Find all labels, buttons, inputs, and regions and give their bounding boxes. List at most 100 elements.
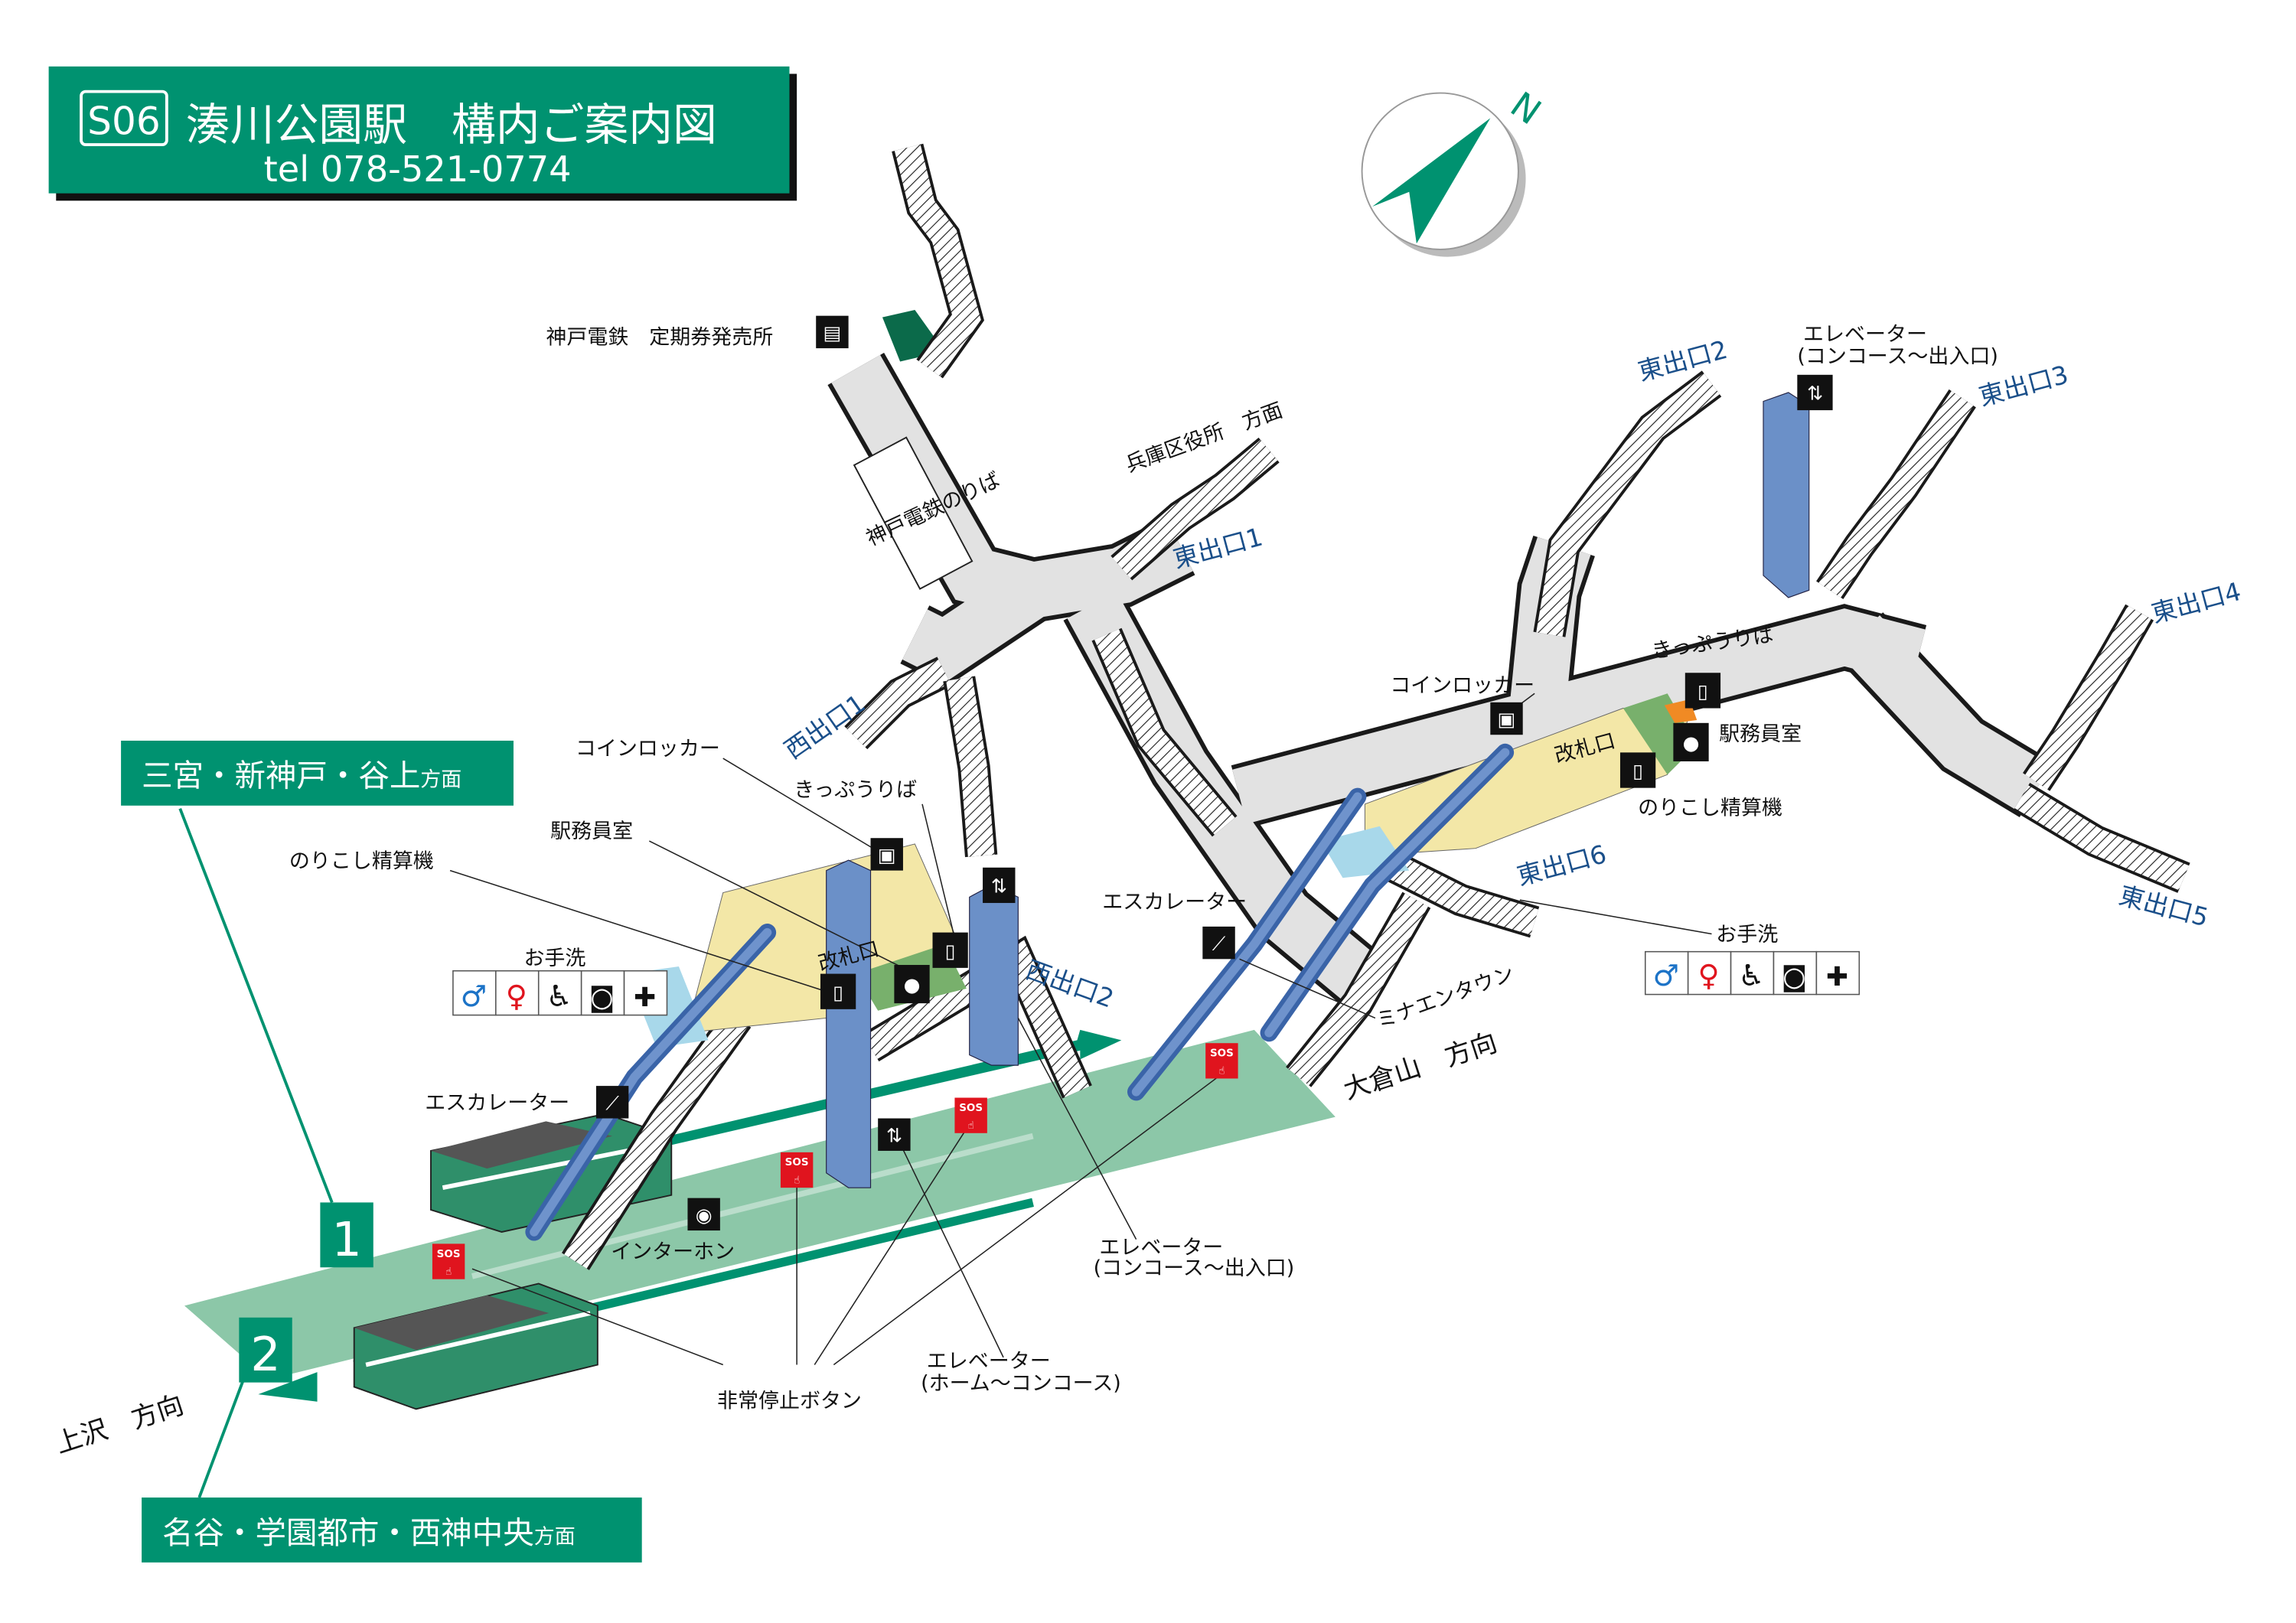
- west-fare-adjust-label: のりこし精算機: [289, 849, 434, 873]
- exit-east-6: 東出口6: [1514, 839, 1609, 891]
- svg-text:⇅: ⇅: [886, 1124, 902, 1146]
- wheelchair-icon: ♿: [546, 979, 572, 1014]
- direction-okurayama: 大倉山 方向: [1340, 1028, 1501, 1106]
- compass-icon: N: [1361, 83, 1548, 257]
- east-locker-label: コインロッカー: [1390, 673, 1534, 697]
- title-banner: S06 湊川公園駅 構内ご案内図 tel 078-521-0774: [48, 66, 797, 201]
- baby-changing-icon: ◙: [589, 983, 615, 1013]
- east-elevator-sublabel: (コンコース～出入口): [1797, 344, 1998, 368]
- svg-text:SOS: SOS: [1210, 1048, 1234, 1060]
- svg-text:●: ●: [904, 974, 921, 996]
- wheelchair-icon: ♿: [1738, 959, 1765, 993]
- svg-text:名谷・学園都市・西神中央方面: 名谷・学園都市・西神中央方面: [162, 1514, 576, 1551]
- compass-north: N: [1503, 83, 1548, 132]
- shintetsu-pass-office-label: 神戸電鉄 定期券発売所: [546, 325, 773, 349]
- page-title: 湊川公園駅 構内ご案内図: [186, 99, 717, 151]
- svg-text:SOS: SOS: [959, 1102, 983, 1114]
- station-code: S06: [87, 99, 161, 144]
- platform-elevator-sublabel: (ホーム～コンコース): [921, 1371, 1121, 1395]
- female-toilet-icon: ♀: [506, 979, 527, 1014]
- ostomate-icon: ✚: [1826, 962, 1848, 992]
- svg-text:1: 1: [331, 1212, 361, 1267]
- west-office-icon: ●: [894, 965, 930, 1004]
- track1-destination: 三宮・新神戸・谷上方面: [121, 740, 514, 806]
- svg-text:▯: ▯: [833, 981, 843, 1003]
- stairs: [561, 143, 2190, 1270]
- female-toilet-icon: ♀: [1698, 959, 1720, 993]
- male-toilet-icon: ♂: [461, 979, 488, 1014]
- west-elevator-icon: ⇅: [983, 867, 1016, 904]
- ostomate-icon: ✚: [634, 983, 656, 1013]
- west-elevator-sublabel: (コンコース～出入口): [1094, 1256, 1295, 1280]
- svg-text:☝: ☝: [445, 1266, 452, 1278]
- svg-text:⇅: ⇅: [991, 875, 1007, 898]
- male-toilet-icon: ♂: [1652, 959, 1679, 993]
- west-locker-label: コインロッカー: [576, 737, 720, 761]
- emergency-stop-label: 非常停止ボタン: [717, 1389, 862, 1413]
- ticket-office-icon: ▤: [816, 315, 849, 349]
- svg-text:☝: ☝: [794, 1174, 800, 1186]
- track2-number: 2: [239, 1317, 292, 1383]
- svg-text:⇅: ⇅: [1807, 383, 1823, 405]
- svg-text:SOS: SOS: [437, 1248, 461, 1260]
- sos-button-icon: SOS ☝: [954, 1097, 987, 1133]
- west-escalator-label: エスカレーター: [425, 1091, 569, 1115]
- west-elevator-label: エレベーター: [1099, 1236, 1223, 1260]
- direction-kamisawa: 上沢 方向: [52, 1390, 188, 1460]
- svg-text:2: 2: [250, 1327, 280, 1382]
- west-toilet-icons: ♂ ♀ ♿ ◙ ✚: [452, 970, 668, 1016]
- exit-east-2: 東出口2: [1635, 335, 1730, 387]
- west-toilet-label: お手洗: [523, 947, 585, 970]
- elevator-shafts: [826, 392, 1810, 1188]
- svg-text:▣: ▣: [1498, 709, 1516, 731]
- platform-elevator-icon: ⇅: [878, 1118, 911, 1151]
- track2-dest-text: 名谷・学園都市・西神中央: [162, 1514, 534, 1551]
- svg-text:☝: ☝: [1218, 1065, 1225, 1077]
- sos-button-icon: SOS ☝: [1205, 1043, 1238, 1079]
- track1-number: 1: [320, 1202, 373, 1268]
- leader-lines: [178, 693, 1712, 1498]
- east-elevator-icon: ⇅: [1797, 374, 1833, 411]
- svg-text:三宮・新神戸・谷上方面: 三宮・新神戸・谷上方面: [142, 758, 461, 794]
- svg-text:⟋: ⟋: [605, 1092, 619, 1114]
- east-escalator-icon: ⟋: [1202, 926, 1235, 960]
- east-escalator-label: エスカレーター: [1102, 891, 1247, 914]
- west-ticket-machine-icon: ▯: [932, 932, 968, 968]
- svg-text:SOS: SOS: [785, 1156, 809, 1168]
- east-toilet-icons: ♂ ♀ ♿ ◙ ✚: [1644, 950, 1861, 996]
- sos-button-icon: SOS ☝: [780, 1152, 814, 1188]
- east-fare-adjust-icon: ▯: [1619, 752, 1656, 788]
- station-phone: tel 078-521-0774: [264, 148, 572, 190]
- svg-text:▯: ▯: [1698, 680, 1708, 702]
- west-office-label: 駅務員室: [550, 820, 633, 843]
- track1-dest-text: 三宮・新神戸・谷上: [142, 758, 420, 794]
- station-code-box: [80, 90, 168, 146]
- exit-east-5: 東出口5: [2116, 881, 2212, 933]
- exit-east-4: 東出口4: [2148, 577, 2244, 629]
- east-ticket-machine-icon: ▯: [1684, 673, 1721, 709]
- baby-changing-icon: ◙: [1782, 962, 1808, 992]
- escalators: [525, 743, 1515, 1241]
- minaen-town-label: ミナエンタウン: [1373, 962, 1517, 1034]
- svg-text:◉: ◉: [696, 1204, 713, 1226]
- west-locker-icon: ▣: [870, 838, 903, 871]
- east-locker-icon: ▣: [1490, 702, 1523, 735]
- svg-text:▣: ▣: [878, 844, 896, 866]
- west-escalator-icon: ⟋: [595, 1086, 629, 1119]
- svg-text:⟋: ⟋: [1212, 933, 1226, 955]
- east-office-icon: ●: [1673, 722, 1709, 761]
- intercom-icon: ◉: [687, 1198, 720, 1231]
- intercom-label: インターホン: [611, 1240, 735, 1264]
- track2-destination: 名谷・学園都市・西神中央方面: [142, 1498, 642, 1563]
- east-toilet-label: お手洗: [1716, 923, 1778, 947]
- svg-text:▤: ▤: [823, 322, 842, 344]
- west-ticket-label: きっぷうりば: [794, 778, 917, 802]
- sos-button-icon: SOS ☝: [432, 1243, 465, 1279]
- east-fare-adjust-label: のりこし精算機: [1638, 796, 1782, 820]
- svg-text:☝: ☝: [968, 1119, 974, 1132]
- svg-text:▯: ▯: [945, 940, 956, 962]
- east-elevator-label: エレベーター: [1803, 322, 1927, 346]
- track2-arrow: [258, 1372, 318, 1402]
- train-track2: [353, 1282, 598, 1410]
